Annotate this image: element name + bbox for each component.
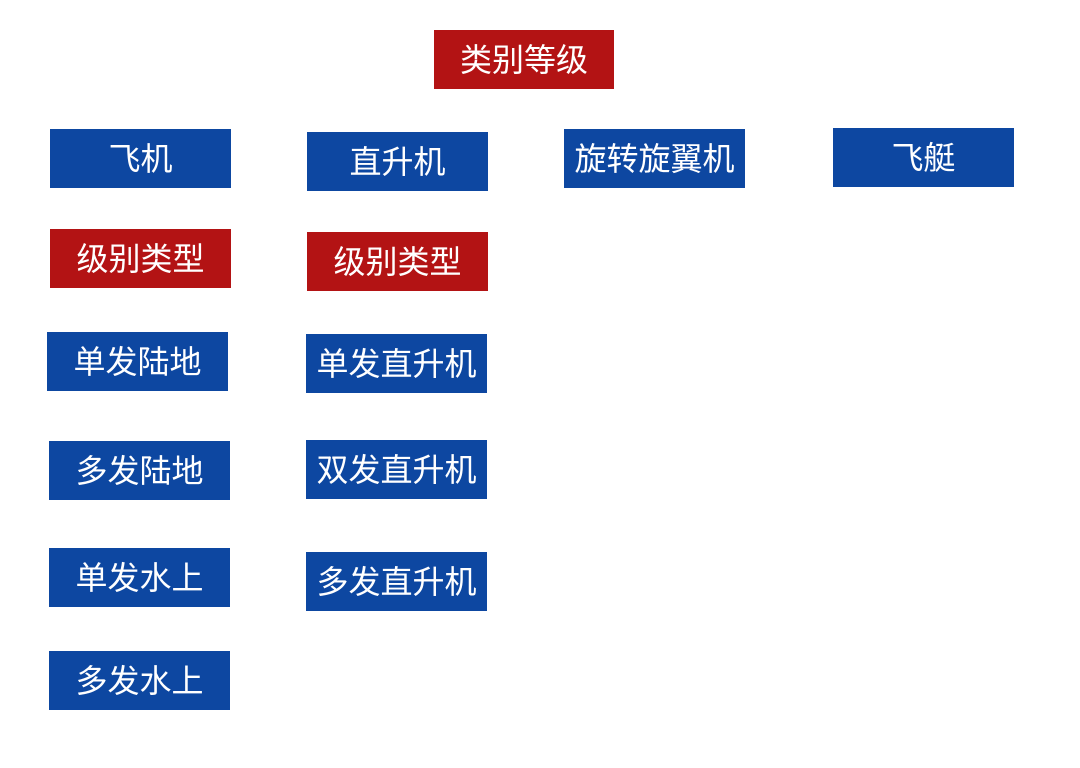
category-helicopter: 直升机 — [307, 132, 488, 191]
category-gyroplane: 旋转旋翼机 — [564, 129, 745, 188]
helicopter-class-type-header: 级别类型 — [307, 232, 488, 291]
root-node-category-level: 类别等级 — [434, 30, 614, 89]
category-airplane: 飞机 — [50, 129, 231, 188]
helicopter-class-item: 单发直升机 — [306, 334, 487, 393]
airplane-class-item: 多发陆地 — [49, 441, 230, 500]
category-airship: 飞艇 — [833, 128, 1014, 187]
airplane-class-item: 多发水上 — [49, 651, 230, 710]
helicopter-class-item: 双发直升机 — [306, 440, 487, 499]
airplane-class-item: 单发水上 — [49, 548, 230, 607]
helicopter-class-item: 多发直升机 — [306, 552, 487, 611]
airplane-class-item: 单发陆地 — [47, 332, 228, 391]
airplane-class-type-header: 级别类型 — [50, 229, 231, 288]
